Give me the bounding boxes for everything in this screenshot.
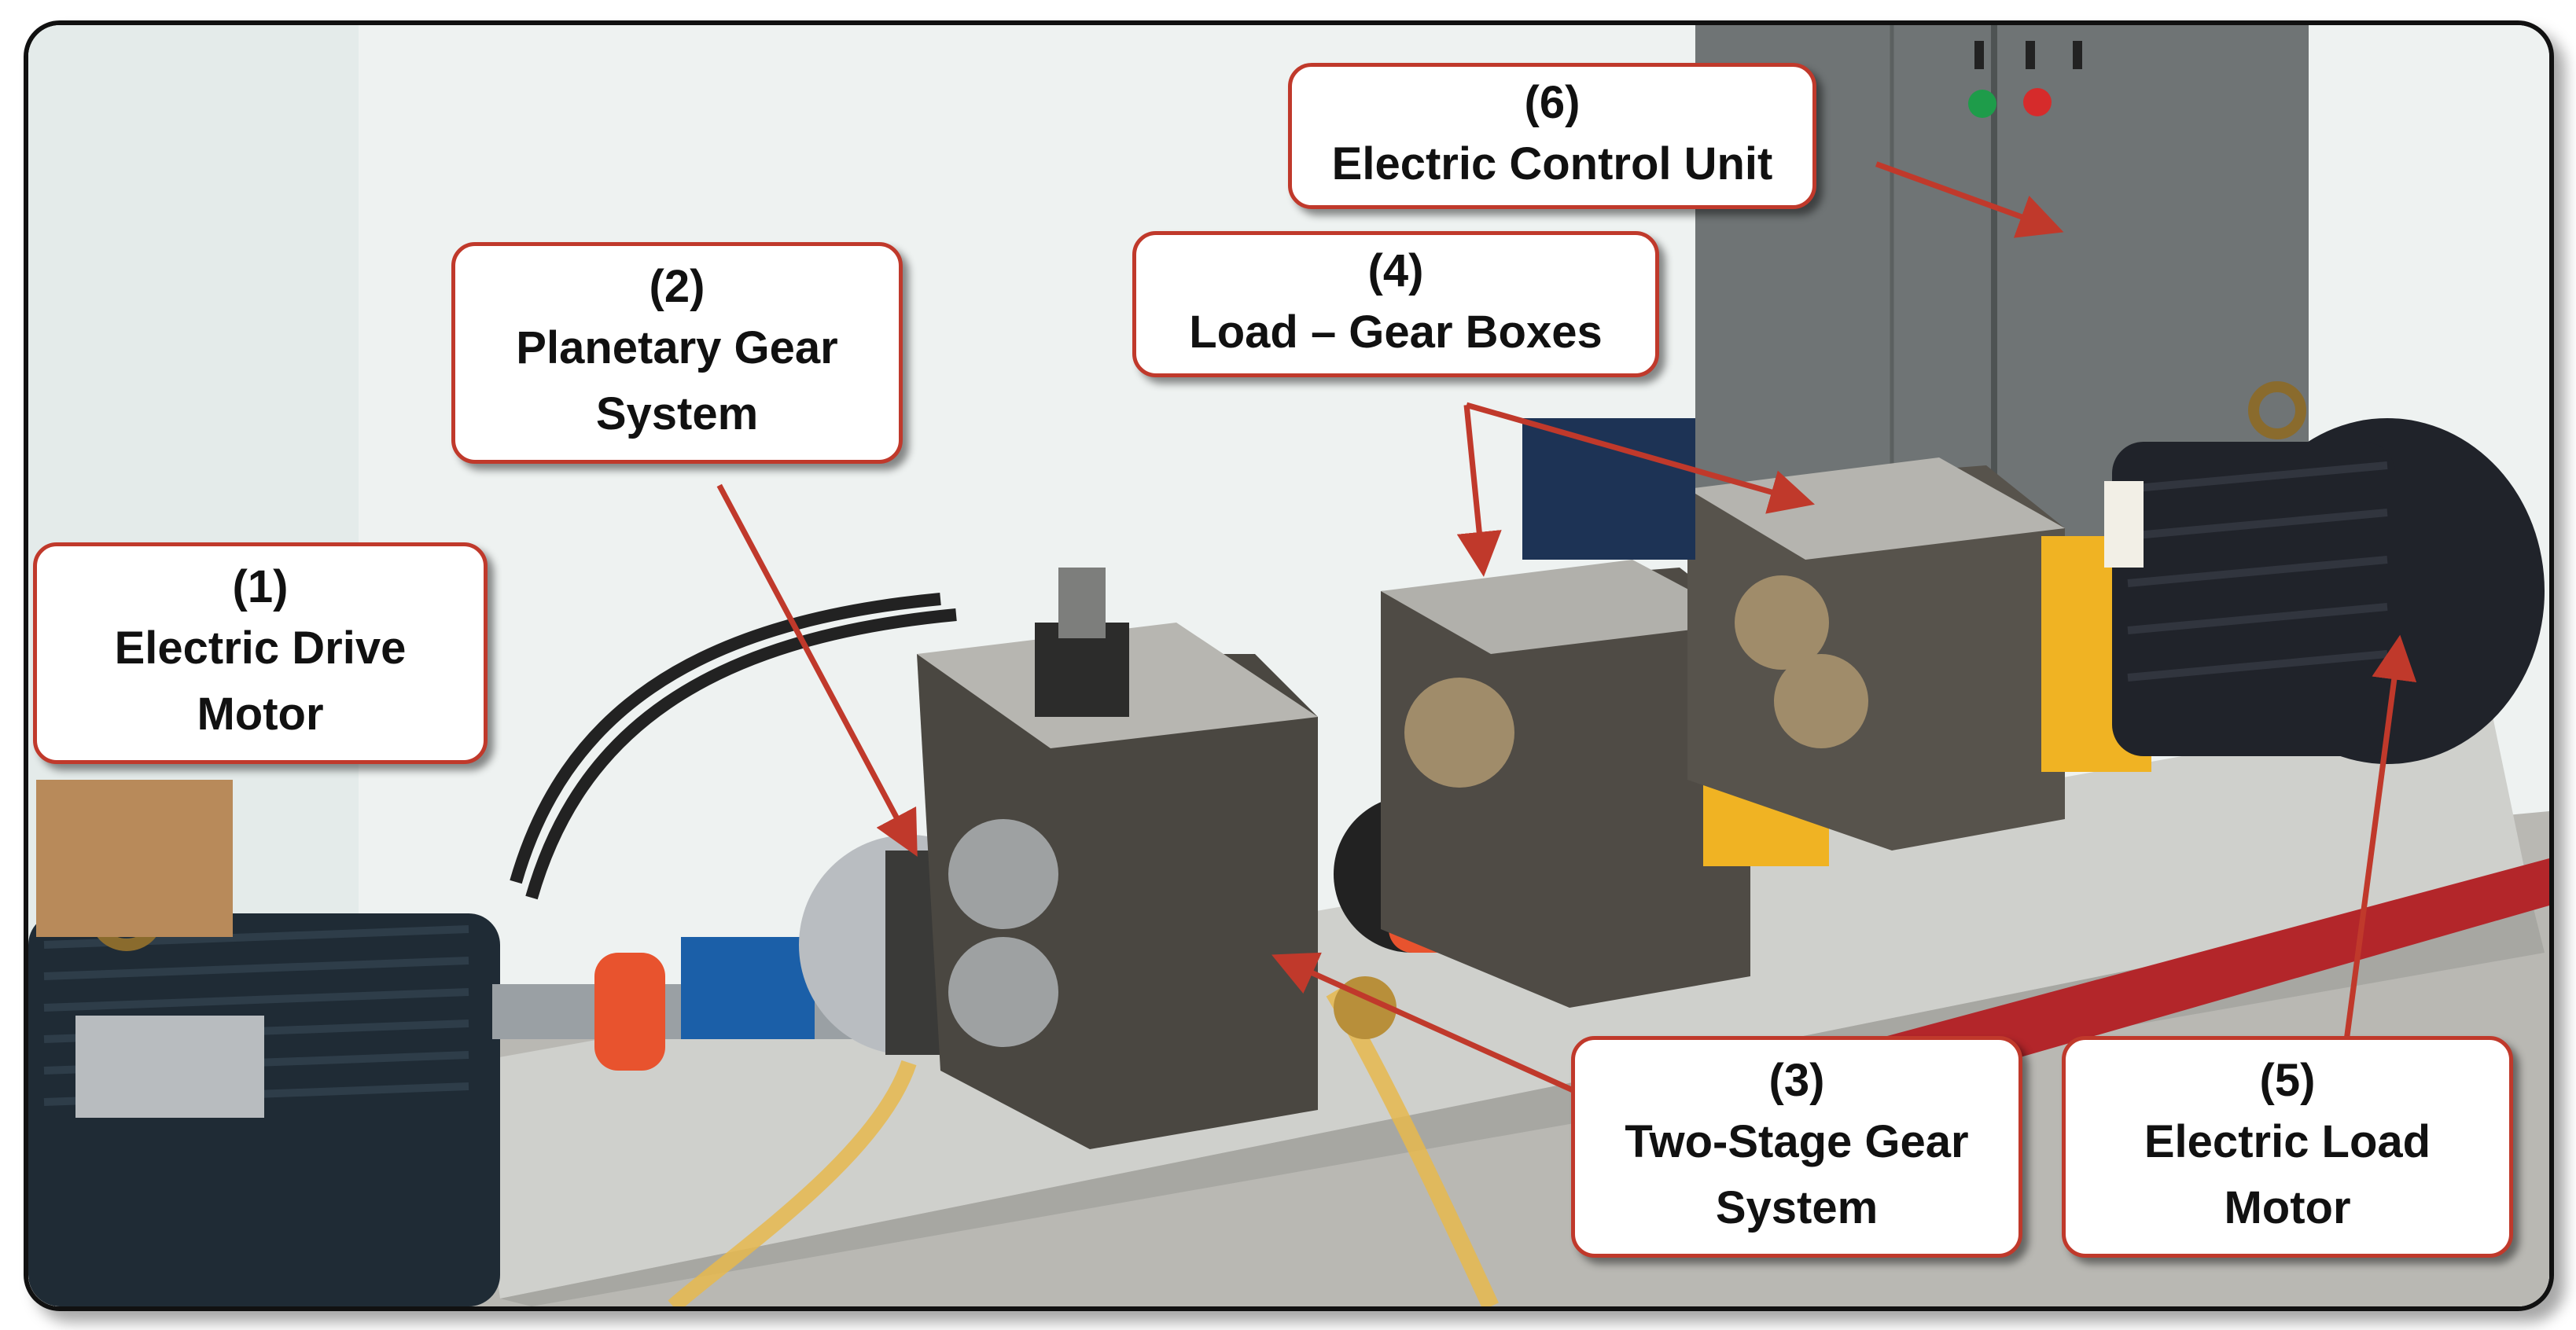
label-number: (2): [649, 261, 705, 312]
load-gearbox-2: [1687, 465, 2065, 851]
label-number: (6): [1524, 77, 1581, 128]
label-number: (4): [1367, 245, 1424, 296]
motor-tag: [2104, 481, 2144, 568]
load-gearbox-1: [1381, 568, 1750, 1008]
coupling-orange: [594, 953, 665, 1071]
label-text: Planetary Gear System: [516, 322, 838, 439]
gearbox-bearing-cap: [948, 819, 1058, 929]
daq-unit: [1522, 418, 1695, 560]
motor-nameplate: [75, 1016, 264, 1118]
gearbox-cap: [1404, 678, 1514, 788]
load-gearbox-1-lid: [1381, 560, 1750, 654]
label-text: Load – Gear Boxes: [1189, 307, 1603, 358]
label-planetary-gear-system: (2) Planetary Gear System: [451, 242, 903, 464]
brass-valve: [1334, 976, 1397, 1039]
label-electric-control-unit: (6) Electric Control Unit: [1288, 63, 1816, 209]
torque-sensor: [681, 937, 815, 1039]
label-number: (3): [1768, 1055, 1825, 1106]
lifting-eye-2: [2248, 381, 2306, 439]
gearbox-cap: [1774, 654, 1868, 748]
gearbox-cap: [1735, 575, 1829, 670]
label-text: Electric Load Motor: [2144, 1116, 2431, 1233]
cabinet-green-button: [1968, 90, 1996, 118]
label-number: (1): [232, 561, 289, 612]
wooden-box: [36, 780, 233, 937]
label-text: Electric Control Unit: [1331, 138, 1773, 189]
label-electric-load-motor: (5) Electric Load Motor: [2062, 1036, 2513, 1258]
cabinet-switch: [2026, 41, 2035, 69]
label-electric-drive-motor: (1) Electric Drive Motor: [33, 542, 488, 764]
yellow-hose-2: [668, 1060, 917, 1306]
gearbox-bearing-cap: [948, 937, 1058, 1047]
cabinet-red-button: [2023, 88, 2052, 116]
label-number: (5): [2259, 1055, 2316, 1106]
label-two-stage-gear-system: (3) Two-Stage Gear System: [1571, 1036, 2022, 1258]
cabinet-switch: [1974, 41, 1984, 69]
cabinet-switch: [2073, 41, 2082, 69]
label-load-gear-boxes: (4) Load – Gear Boxes: [1132, 231, 1659, 377]
sensor-mount: [1058, 568, 1106, 638]
label-text: Two-Stage Gear System: [1625, 1116, 1969, 1233]
label-text: Electric Drive Motor: [114, 623, 407, 740]
